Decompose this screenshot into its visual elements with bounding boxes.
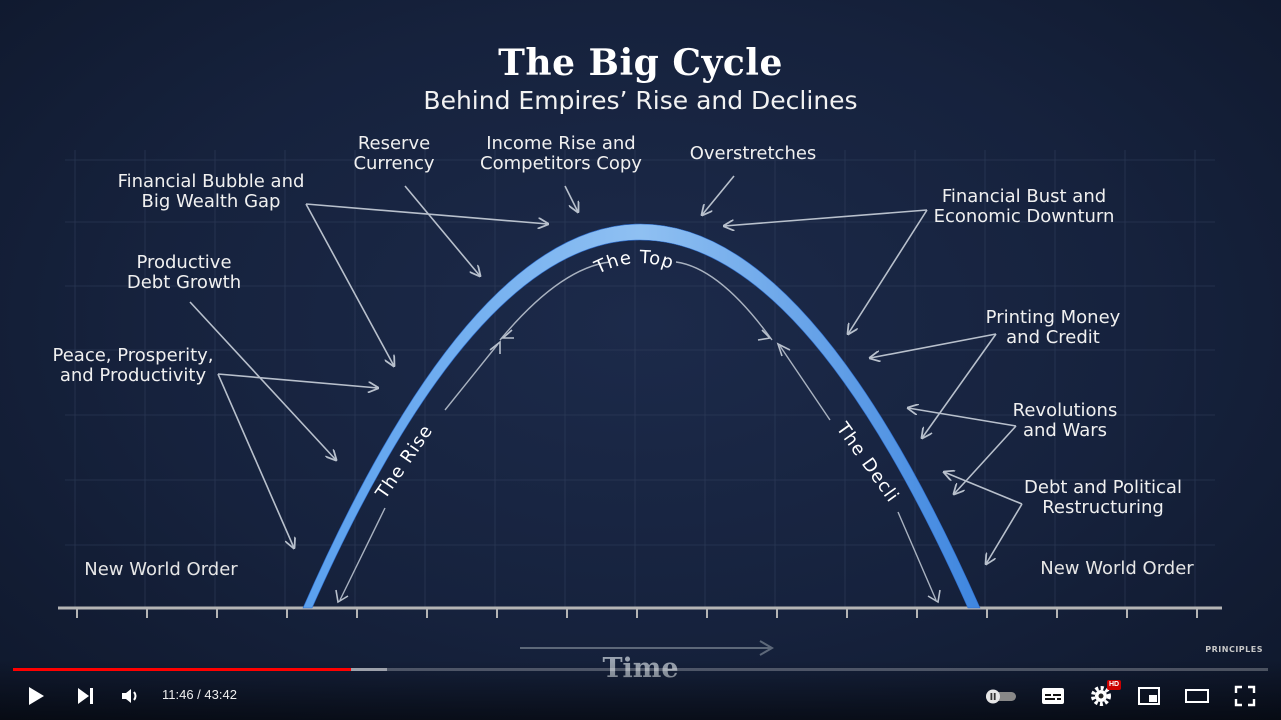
- annotation-overstretches: Overstretches: [689, 143, 817, 164]
- progress-bar[interactable]: [13, 668, 1268, 671]
- fullscreen-icon: [1234, 685, 1256, 707]
- autoplay-toggle-icon: [986, 689, 1016, 704]
- new-world-order-right: New World Order: [1040, 558, 1194, 579]
- next-icon: [78, 688, 93, 704]
- miniplayer-icon: [1138, 687, 1160, 705]
- next-button[interactable]: [69, 682, 101, 710]
- progress-played: [13, 668, 351, 671]
- theater-mode-icon: [1185, 689, 1209, 703]
- annotation-peace-prosperity: Peace, Prosperity,and Productivity: [52, 345, 214, 386]
- play-icon: [29, 687, 44, 705]
- fullscreen-button[interactable]: [1229, 682, 1261, 710]
- top-label: The Top: [590, 247, 676, 279]
- miniplayer-button[interactable]: [1133, 682, 1165, 710]
- player-controls: 11:46 / 43:42 HD: [0, 660, 1281, 720]
- brand-watermark: PRINCIPLES: [1205, 645, 1263, 654]
- play-button[interactable]: [20, 682, 52, 710]
- cycle-arc: [302, 223, 981, 609]
- volume-icon: [122, 689, 137, 703]
- volume-button[interactable]: [114, 682, 146, 710]
- svg-text:The Top: The Top: [590, 247, 677, 279]
- hd-badge: HD: [1107, 680, 1122, 690]
- settings-button[interactable]: [1085, 682, 1117, 710]
- subtitles-button[interactable]: [1037, 682, 1069, 710]
- video-subtitle: Behind Empires’ Rise and Declines: [423, 86, 858, 115]
- time-axis: [58, 606, 1222, 656]
- time-display: 11:46 / 43:42: [162, 687, 237, 702]
- video-title: The Big Cycle: [498, 42, 783, 84]
- annotation-arrows: [189, 175, 1023, 564]
- new-world-order-left: New World Order: [84, 559, 238, 580]
- gear-icon: [1091, 686, 1111, 706]
- autoplay-toggle[interactable]: [984, 682, 1016, 710]
- inner-arrows: [339, 261, 937, 601]
- subtitles-icon: [1042, 688, 1064, 704]
- theater-mode-button[interactable]: [1181, 682, 1213, 710]
- grid: [65, 150, 1215, 608]
